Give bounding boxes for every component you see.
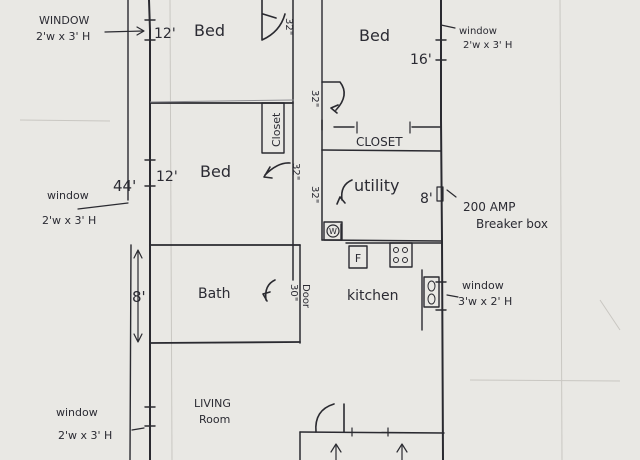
wall-window-ticks [144, 19, 447, 427]
breaker-box-line2: Breaker box [476, 217, 548, 231]
room-label-bath: Bath [198, 286, 231, 302]
dim-door-bath-line2: Door [300, 284, 311, 309]
room-label-closet-horizontal: CLOSET [356, 135, 403, 149]
dim-middle-width: 12' [156, 169, 178, 185]
dim-top-left-width: 12' [154, 26, 176, 42]
window2-size: 2'w x 3' H [463, 40, 512, 51]
dim-door-top: 32" [283, 18, 294, 35]
window1-title: WINDOW [39, 14, 89, 27]
fridge-symbol: F [348, 245, 368, 269]
window5-size: 3'w x 2' H [458, 295, 512, 308]
dimension-labels: 12' 12' 44' 16' 8' 8' 32" 32" 32" 32" 30… [113, 18, 433, 309]
room-labels: Bed Bed Bed Closet CLOSET utility Bath k… [194, 21, 403, 426]
room-label-kitchen: kitchen [347, 288, 399, 304]
dim-bath-length: 8' [132, 288, 146, 306]
breaker-box-line1: 200 AMP [463, 200, 516, 214]
window4-size: 2'w x 3' H [58, 429, 112, 442]
room-label-bed-top-left: Bed [194, 21, 225, 40]
window1-size: 2'w x 3' H [36, 30, 90, 43]
window4-title: window [56, 406, 98, 419]
dim-door-mid-bed: 32" [290, 163, 301, 180]
washer-label: W [329, 227, 337, 236]
room-label-living-line1: LIVING [194, 397, 231, 410]
room-label-closet-vertical: Closet [270, 112, 283, 147]
fridge-label: F [355, 252, 361, 265]
washer-symbol: W [323, 221, 343, 241]
dimension-lines [77, 24, 459, 460]
room-label-bed-top-right: Bed [359, 26, 390, 45]
door-swings [261, 0, 353, 433]
room-label-living-line2: Room [199, 413, 230, 426]
sink-symbol [423, 276, 440, 308]
window2-title: window [459, 26, 497, 37]
exterior-walls [127, 0, 444, 460]
dim-door-bath-line1: 30" [288, 284, 299, 301]
room-label-utility: utility [354, 176, 400, 195]
window3-size: 2'w x 3' H [42, 214, 96, 227]
appliances: W F [323, 221, 442, 331]
dim-door-closet: 32" [309, 90, 320, 107]
dim-door-utility: 32" [309, 186, 320, 203]
dim-top-right-depth: 16' [410, 52, 432, 68]
breaker-box-note: 200 AMP Breaker box [463, 200, 548, 231]
dim-utility-width: 8' [420, 191, 433, 207]
room-label-bed-middle: Bed [200, 162, 231, 181]
window-labels: WINDOW 2'w x 3' H window 2'w x 3' H wind… [36, 14, 512, 442]
window3-title: window [47, 189, 89, 202]
window5-title: window [462, 279, 504, 292]
closet-shapes [261, 102, 442, 154]
dim-overall-length: 44' [113, 177, 136, 195]
